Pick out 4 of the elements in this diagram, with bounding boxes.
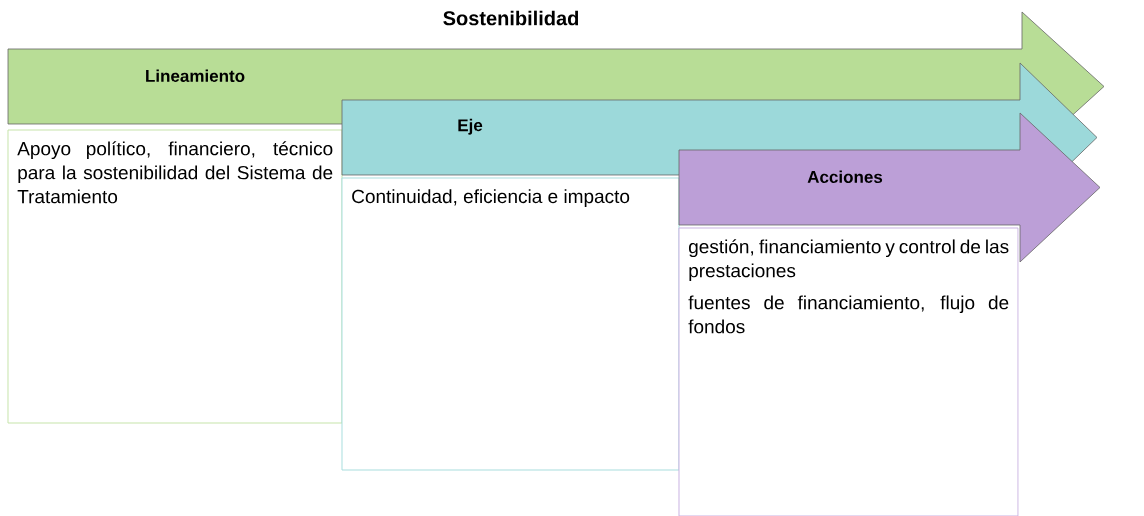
- text-box: Apoyo político, financiero, técnico para la sostenibilidad del Sistema de Tratamiento: [7, 129, 343, 424]
- text-box: Continuidad, eficiencia e impacto: [341, 177, 680, 471]
- title: Sostenibilidad: [443, 10, 579, 26]
- text-box: gestión, financiamiento y control de las prestaciones fuentes de financiamiento, flujo de fondos: [678, 227, 1019, 516]
